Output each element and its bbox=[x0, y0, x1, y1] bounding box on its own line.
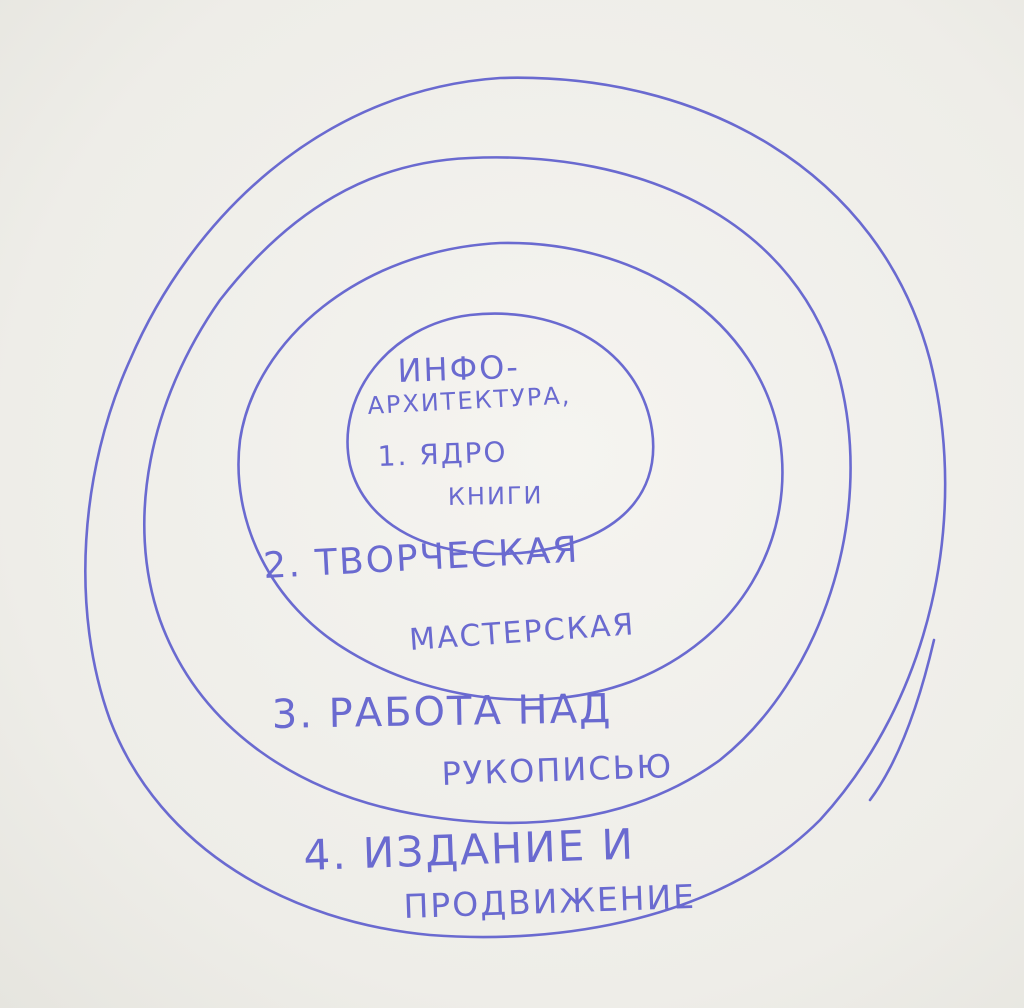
core-line-4: КНИГИ bbox=[448, 481, 544, 511]
core-line-1: ИНФО- bbox=[397, 348, 521, 390]
ring2-label: 2. ТВОРЧЕСКАЯ МАСТЕРСКАЯ bbox=[262, 529, 636, 657]
ring3-label: 3. РАБОТА НАД РУКОПИСЬЮ bbox=[271, 686, 673, 793]
ring-core bbox=[346, 312, 655, 556]
ring2-line-2: МАСТЕРСКАЯ bbox=[408, 607, 636, 658]
ring4-label: 4. ИЗДАНИЕ И ПРОДВИЖЕНИЕ bbox=[303, 819, 697, 926]
core-line-3: 1. ЯДРО bbox=[377, 435, 508, 473]
core-label: ИНФО- АРХИТЕКТУРА, 1. ЯДРО КНИГИ bbox=[367, 348, 572, 511]
ring-second bbox=[237, 241, 784, 701]
ring-third bbox=[143, 156, 852, 825]
ring3-line-1: 3. РАБОТА НАД bbox=[271, 686, 612, 738]
ring4-line-2: ПРОДВИЖЕНИЕ bbox=[403, 877, 697, 926]
ring3-line-2: РУКОПИСЬЮ bbox=[441, 747, 674, 793]
ring2-line-1: 2. ТВОРЧЕСКАЯ bbox=[262, 529, 580, 586]
ring4-line-1: 4. ИЗДАНИЕ И bbox=[303, 819, 636, 880]
ring-outer bbox=[84, 76, 947, 939]
